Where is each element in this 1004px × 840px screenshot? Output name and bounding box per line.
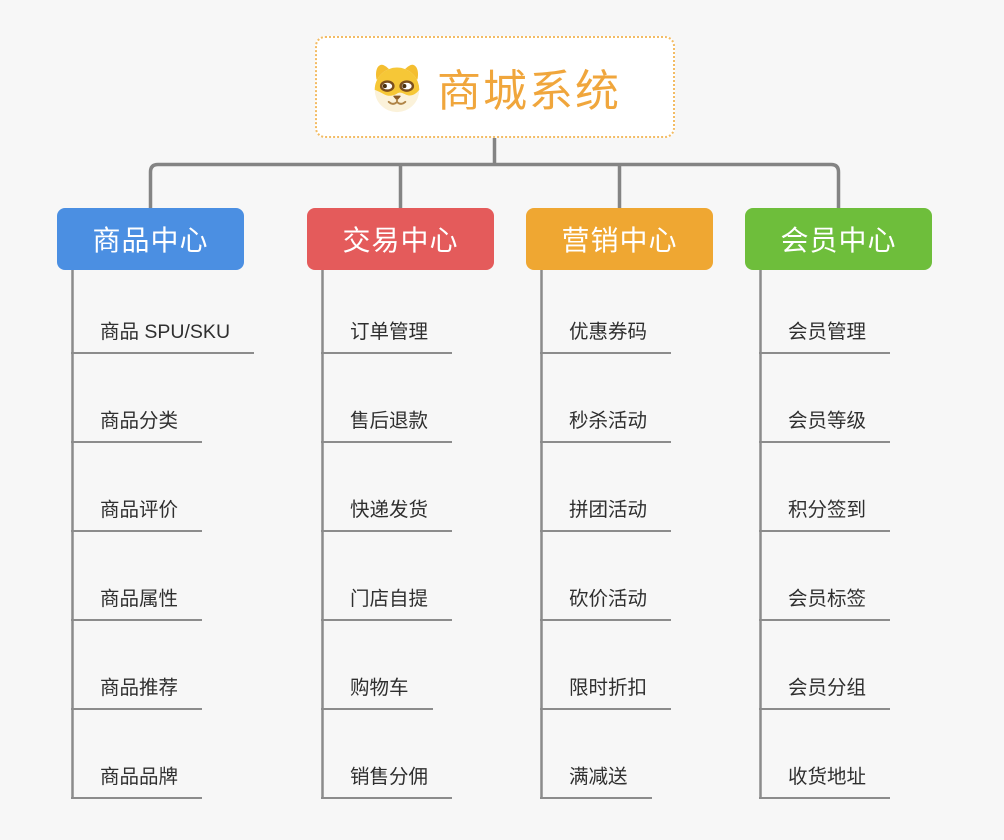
leaf-node[interactable]: 商品 SPU/SKU [71, 320, 255, 354]
leaf-node[interactable]: 订单管理 [321, 320, 453, 354]
root-label: 商城系统 [437, 67, 621, 116]
branch-node-marketing-center[interactable]: 营销中心 [526, 208, 713, 270]
leaf-node[interactable]: 优惠券码 [540, 320, 672, 354]
leaf-node[interactable]: 会员分组 [759, 676, 891, 710]
leaf-node[interactable]: 商品品牌 [71, 765, 203, 799]
leaf-node[interactable]: 购物车 [321, 676, 433, 710]
branch-label: 交易中心 [342, 225, 459, 256]
branch-label: 会员中心 [780, 225, 897, 256]
leaf-node[interactable]: 售后退款 [321, 409, 453, 443]
leaf-node[interactable]: 商品分类 [71, 409, 203, 443]
leaf-node[interactable]: 门店自提 [321, 587, 453, 621]
leaf-node[interactable]: 商品评价 [71, 498, 203, 532]
branch-node-product-center[interactable]: 商品中心 [57, 208, 244, 270]
leaf-node[interactable]: 满减送 [540, 765, 652, 799]
leaf-node[interactable]: 秒杀活动 [540, 409, 672, 443]
branch-label: 商品中心 [92, 225, 209, 256]
leaf-node[interactable]: 商品推荐 [71, 676, 203, 710]
leaf-node[interactable]: 砍价活动 [540, 587, 672, 621]
leaf-node[interactable]: 限时折扣 [540, 676, 672, 710]
dog-face-icon [374, 64, 420, 113]
root-node[interactable]: 商城系统 [315, 36, 675, 138]
leaf-node[interactable]: 收货地址 [759, 765, 891, 799]
leaf-node[interactable]: 积分签到 [759, 498, 891, 532]
branch-label: 营销中心 [561, 225, 678, 256]
branch-node-trade-center[interactable]: 交易中心 [307, 208, 494, 270]
leaf-node[interactable]: 快递发货 [321, 498, 453, 532]
leaf-node[interactable]: 会员标签 [759, 587, 891, 621]
leaf-node[interactable]: 商品属性 [71, 587, 203, 621]
leaf-node[interactable]: 会员等级 [759, 409, 891, 443]
leaf-node[interactable]: 销售分佣 [321, 765, 453, 799]
bus-line [148, 162, 841, 208]
branch-node-member-center[interactable]: 会员中心 [745, 208, 932, 270]
leaf-node[interactable]: 会员管理 [759, 320, 891, 354]
leaf-node[interactable]: 拼团活动 [540, 498, 672, 532]
